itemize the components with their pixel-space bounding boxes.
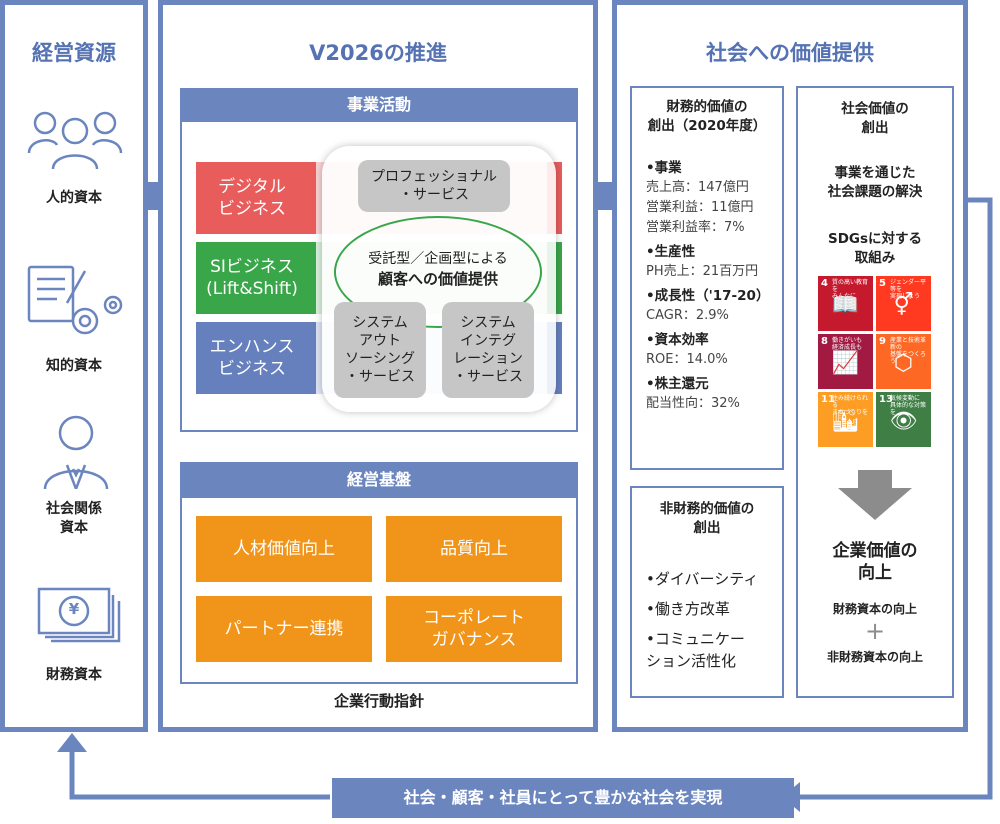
management-foundation-header: 経営基盤 — [180, 462, 578, 498]
banknote-icon — [37, 587, 121, 643]
outsourcing-service-box: システム アウト ソーシング ・サービス — [334, 302, 426, 398]
center-value-ellipse — [334, 216, 542, 328]
fin-ph-sales: PH売上：21百万円 — [646, 264, 759, 279]
fin-section-return: •株主還元 — [646, 376, 709, 392]
resources-panel: 経営資源 人的資本 知的資本 社会関係 資本 — [0, 0, 148, 732]
resource-label-intellectual: 知的資本 — [46, 358, 102, 374]
center-value-line1: 受託型／企画型による — [368, 251, 508, 267]
fin-cagr: CAGR：2.9% — [646, 308, 729, 323]
resource-label-financial: 財務資本 — [46, 667, 102, 683]
foundation-item-quality: 品質向上 — [386, 516, 562, 582]
fin-operating-profit: 営業利益：11億円 — [646, 200, 754, 215]
document-gear-icon — [27, 265, 123, 335]
nonfinancial-value-box: 非財務的価値の 創出 •ダイバーシティ •働き方改革 •コミュニケー ション活性… — [630, 486, 784, 698]
foundation-item-talent: 人材価値向上 — [196, 516, 372, 582]
city-icon: 🏙 — [831, 409, 860, 434]
society-banner: 社会・顧客・社員にとって豊かな社会を実現 — [332, 778, 794, 818]
fin-payout: 配当性向：32% — [646, 396, 740, 411]
sdgs-text: SDGsに対する 取組み — [827, 231, 923, 266]
fin-section-business: •事業 — [646, 160, 682, 176]
eye-earth-icon: 👁 — [889, 409, 918, 434]
bar-si-label: SIビジネス (Lift&Shift) — [206, 257, 298, 299]
foundation-item-governance: コーポレート ガバナンス — [386, 596, 562, 662]
business-activities-header: 事業活動 — [180, 88, 578, 122]
financial-value-box: 財務的価値の 創出（2020年度） •事業 売上高：147億円 営業利益：11億… — [630, 86, 784, 470]
corporate-guideline-label: 企業行動指針 — [333, 692, 424, 710]
foundation-item-partner: パートナー連携 — [196, 596, 372, 662]
feedback-loop-line — [800, 197, 993, 800]
sdg-goal-11: 11 住み続けられる まちづくりを 🏙 — [818, 392, 873, 447]
businessperson-icon — [43, 415, 109, 489]
feedback-return-line — [69, 750, 330, 800]
return-arrowhead-up — [57, 733, 87, 752]
value-title: 社会への価値提供 — [706, 41, 874, 65]
financial-capital-improve: 財務資本の向上 — [832, 602, 917, 616]
sdg-goal-13: 13 気候変動に 具体的な対策を 👁 — [876, 392, 931, 447]
plus-icon: + — [864, 617, 886, 645]
yen-symbol: ¥ — [68, 600, 80, 618]
nonfin-item-communication: •コミュニケー ション活性化 — [646, 630, 745, 670]
bar-digital-label: デジタル ビジネス — [218, 177, 286, 219]
bar-enhance-label: エンハンス ビジネス — [209, 337, 295, 379]
integration-service-box: システム インテグ レーション ・サービス — [442, 302, 534, 398]
down-arrow-icon — [838, 470, 912, 520]
nonfinancial-capital-improve: 非財務資本の向上 — [826, 650, 923, 664]
resource-label-social: 社会関係 資本 — [46, 501, 102, 536]
resource-label-human: 人的資本 — [46, 190, 102, 206]
people-icon — [27, 111, 123, 169]
growth-chart-icon: 📈 — [831, 351, 860, 376]
professional-service-box: プロフェッショナル ・サービス — [358, 160, 510, 212]
financial-value-title: 財務的価値の 創出（2020年度） — [647, 99, 767, 134]
sdg-goal-5: 5 ジェンダー平等を 実現しよう ⚥ — [876, 276, 931, 331]
fin-section-productivity: •生産性 — [646, 244, 696, 260]
v2026-title: V2026の推進 — [309, 41, 447, 65]
fin-sales: 売上高：147億円 — [646, 180, 749, 195]
nonfin-item-workstyle: •働き方改革 — [646, 600, 730, 618]
nonfin-item-diversity: •ダイバーシティ — [646, 570, 759, 588]
fin-section-growth: •成長性（'17-20） — [646, 288, 770, 304]
fin-section-capital: •資本効率 — [646, 332, 709, 348]
cubes-icon: ⬡ — [893, 351, 914, 376]
fin-roe: ROE：14.0% — [646, 352, 728, 367]
sdg-goal-4: 4 質の高い教育を みんなに 📖 — [818, 276, 873, 331]
nonfinancial-value-title: 非財務的価値の 創出 — [659, 501, 755, 536]
sdg-goal-9: 9 産業と技術革新の 基盤をつくろう ⬡ — [876, 334, 931, 389]
resources-title: 経営資源 — [32, 41, 116, 65]
book-icon: 📖 — [831, 293, 860, 318]
center-value-line2: 顧客への価値提供 — [377, 270, 498, 288]
sdg-goal-8: 8 働きがいも 経済成長も 📈 — [818, 334, 873, 389]
corporate-value-title: 企業価値の 向上 — [832, 541, 918, 583]
social-value-title: 社会価値の 創出 — [841, 101, 909, 136]
gender-equality-icon: ⚥ — [893, 293, 914, 318]
social-issue-text: 事業を通じた 社会課題の解決 — [827, 165, 923, 200]
fin-operating-margin: 営業利益率：7% — [646, 220, 745, 235]
financial-value-list: •事業 売上高：147億円 営業利益：11億円 営業利益率：7% •生産性 PH… — [646, 158, 780, 414]
